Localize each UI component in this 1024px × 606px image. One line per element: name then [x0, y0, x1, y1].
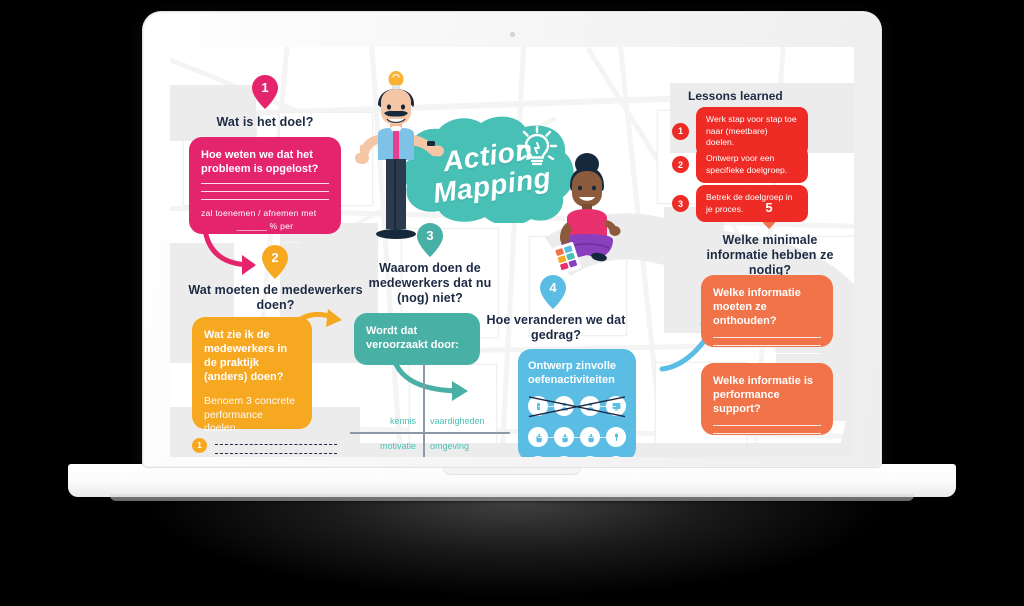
blank-line [713, 353, 821, 354]
screen-icon [606, 396, 626, 416]
lesson-badge: 1 [672, 122, 689, 140]
step-3-card-title: Wordt dat veroorzaakt door: [366, 325, 459, 351]
laptop-lid: 1 Wat is het doel? Hoe weten we dat het … [143, 12, 881, 467]
exercise-icon-row-active [528, 427, 626, 447]
man-with-idea-illustration [355, 71, 444, 239]
step-4-card: Ontwerp zinvolle oefenactiviteiten [518, 349, 636, 457]
quadrant-label-omgeving: omgeving [430, 441, 470, 451]
lesson-item-2: 2 Ontwerp voor een specifieke doelgroep. [672, 146, 808, 183]
floor-shadow [150, 500, 880, 595]
blank-line [201, 191, 329, 192]
blank-line [713, 433, 821, 434]
step-2-card-title: Wat zie ik de medewerkers in de praktijk… [204, 329, 288, 383]
exercise-icon-row-crossed [528, 396, 626, 418]
step-4-number: 4 [549, 280, 557, 295]
step-2-heading: Wat moeten de medewerkers doen? [188, 283, 363, 312]
lesson-badge: 3 [672, 195, 689, 212]
step-2-number: 2 [271, 250, 279, 265]
blank-line [201, 183, 329, 184]
connector-line [538, 437, 616, 439]
step-1-card: Hoe weten we dat het probleem is opgelos… [189, 137, 341, 243]
numbered-line-blanks [215, 436, 337, 454]
step-5-number: 5 [765, 200, 773, 215]
blank-line [713, 441, 821, 442]
gray-band-footer [170, 443, 854, 457]
webcam-icon [509, 32, 515, 37]
blank-line [713, 425, 821, 426]
lightbulb-icon [516, 125, 558, 166]
laptop-base [68, 464, 956, 497]
step-1-heading: Wat is het doel? [216, 115, 314, 129]
step-4-card-title: Ontwerp zinvolle oefenactiviteiten [528, 360, 617, 386]
gray-band-top-left [170, 85, 256, 141]
plug-icon [606, 427, 626, 447]
quadrant-label-vaardigheden: vaardigheden [430, 416, 485, 426]
hand-icon [606, 456, 626, 457]
step-1-pin: 1 [252, 75, 278, 109]
step-5-card-memorize: Welke informatie moeten ze onthouden? [701, 275, 833, 354]
step-2-card-subtitle: Benoem 3 concrete performance doelen. [204, 395, 296, 434]
hand-icon [554, 456, 574, 457]
lesson-text: Betrek de doelgroep in je proces. [696, 185, 808, 222]
logo-blob-shape [402, 116, 574, 223]
step-3-pin: 3 [417, 223, 443, 257]
step-3-heading: Waarom doen de medewerkers dat nu (nog) … [368, 261, 492, 305]
cross-out-icon [528, 396, 626, 418]
step-5-card-memorize-title: Welke informatie moeten ze onthouden? [713, 287, 801, 327]
step-5-pin: 5 [756, 195, 782, 229]
blank-line [713, 337, 821, 338]
lessons-learned-title: Lessons learned [688, 89, 783, 103]
quadrant-label-kennis: kennis [389, 416, 416, 426]
blank-line [201, 199, 329, 200]
step-2-pin: 2 [262, 245, 288, 279]
step-2-numbered-line: 1 [192, 436, 337, 454]
step-3-card: Wordt dat veroorzaakt door: [354, 313, 480, 365]
action-mapping-logo: Action Mapping [399, 115, 581, 223]
step-5-heading: Welke minimale informatie hebben ze nodi… [706, 233, 834, 277]
step-1-fine-line-2: ______ % per ______________ [229, 221, 301, 243]
seated-woman-with-cards-illustration [552, 153, 621, 272]
step-5-card-support: Welke informatie is performance support? [701, 363, 833, 442]
step-4-pin: 4 [540, 275, 566, 309]
step-3-number: 3 [426, 228, 434, 243]
laptop-screen: 1 Wat is het doel? Hoe weten we dat het … [170, 47, 854, 457]
step-1-card-title: Hoe weten we dat het probleem is opgelos… [201, 149, 319, 175]
numbered-line-badge: 1 [192, 437, 207, 453]
step-2-card: Wat zie ik de medewerkers in de praktijk… [192, 317, 312, 434]
lesson-text: Ontwerp voor een specifieke doelgroep. [696, 146, 808, 183]
step-1-number: 1 [261, 80, 269, 95]
step-5-card-support-title: Welke informatie is performance support? [713, 375, 814, 415]
exercise-icon-row-bottom [528, 456, 626, 457]
hand-icon [528, 456, 548, 457]
blank-line [713, 345, 821, 346]
quadrant-vline [423, 363, 425, 457]
laptop-base-foot [110, 494, 914, 501]
step-4-heading: Hoe veranderen we dat gedrag? [486, 313, 626, 342]
quadrant-hline [350, 432, 510, 434]
hand-icon [580, 456, 600, 457]
step-1-fine-line-1: zal toenemen / afnemen met [201, 208, 317, 218]
quadrant-label-motivatie: motivatie [379, 441, 416, 451]
lesson-item-3: 3 Betrek de doelgroep in je proces. [672, 185, 808, 222]
action-mapping-poster: 1 Wat is het doel? Hoe weten we dat het … [170, 47, 854, 457]
lesson-badge: 2 [672, 156, 689, 173]
